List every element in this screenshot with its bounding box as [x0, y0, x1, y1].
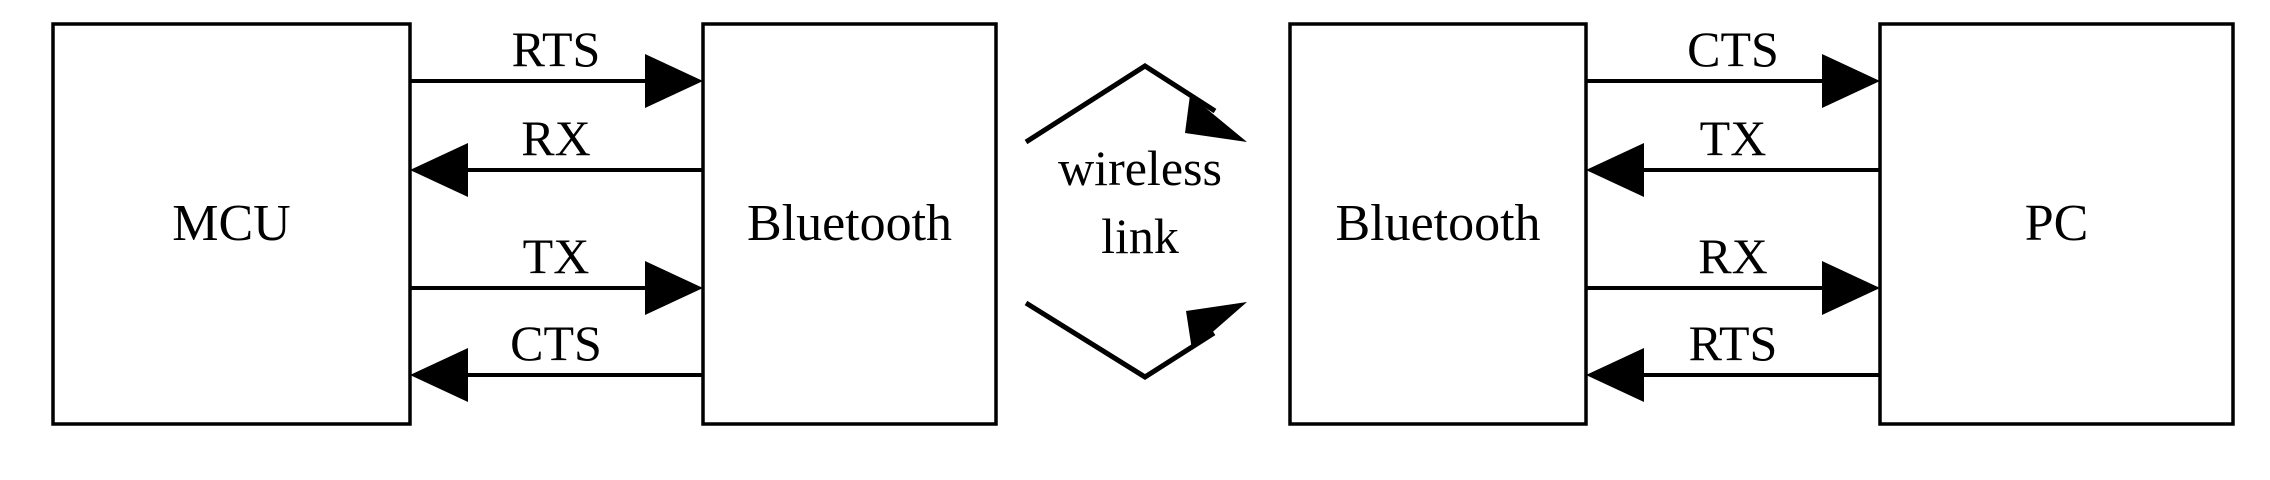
- arrow-head-left-icon: [410, 143, 468, 197]
- signal-label-right-rx: RX: [1698, 228, 1767, 284]
- arrow-head-right-icon: [645, 54, 703, 108]
- arrow-head-right-icon: [1822, 54, 1880, 108]
- arrow-head-upper-right-icon: [1185, 95, 1247, 142]
- arrow-head-left-icon: [1586, 143, 1644, 197]
- connector-right-tx: TX: [1586, 110, 1880, 197]
- arrow-head-lower-right-icon: [1186, 302, 1247, 350]
- connector-right-cts: CTS: [1586, 21, 1880, 108]
- node-pc[interactable]: PC: [1878, 22, 2235, 426]
- node-bluetooth-left[interactable]: Bluetooth: [701, 22, 998, 426]
- wireless-link-lower-path: [1024, 300, 1216, 380]
- signal-label-left-tx: TX: [523, 228, 590, 284]
- connector-right-rts: RTS: [1586, 315, 1880, 402]
- wireless-link: wireless link: [1024, 63, 1247, 380]
- signal-label-left-rts: RTS: [512, 21, 601, 77]
- node-bluetooth-right-label: Bluetooth: [1335, 195, 1540, 252]
- connector-right-rx: RX: [1586, 228, 1880, 315]
- connector-left-rx: RX: [410, 110, 703, 197]
- signal-label-left-cts: CTS: [510, 315, 602, 371]
- node-bluetooth-left-label: Bluetooth: [747, 195, 952, 252]
- node-bluetooth-right-box: [1288, 22, 1588, 426]
- node-mcu[interactable]: MCU: [51, 22, 412, 426]
- node-bluetooth-right[interactable]: Bluetooth: [1288, 22, 1588, 426]
- node-pc-box: [1878, 22, 2235, 426]
- signal-label-right-cts: CTS: [1687, 21, 1779, 77]
- signal-label-right-rts: RTS: [1689, 315, 1778, 371]
- arrow-head-left-icon: [1586, 348, 1644, 402]
- connector-left-rts: RTS: [410, 21, 703, 108]
- wireless-link-label-line1: wireless: [1058, 140, 1222, 196]
- connector-left-cts: CTS: [410, 315, 703, 402]
- wireless-link-upper-path: [1024, 63, 1217, 145]
- arrow-head-left-icon: [410, 348, 468, 402]
- node-pc-label: PC: [2025, 195, 2089, 252]
- node-mcu-label: MCU: [172, 195, 290, 252]
- signal-label-right-tx: TX: [1700, 110, 1767, 166]
- arrow-head-right-icon: [645, 261, 703, 315]
- node-mcu-box: [51, 22, 412, 426]
- node-bluetooth-left-box: [701, 22, 998, 426]
- wireless-link-label-line2: link: [1101, 208, 1179, 264]
- connector-left-tx: TX: [410, 228, 703, 315]
- signal-label-left-rx: RX: [521, 110, 590, 166]
- arrow-head-right-icon: [1822, 261, 1880, 315]
